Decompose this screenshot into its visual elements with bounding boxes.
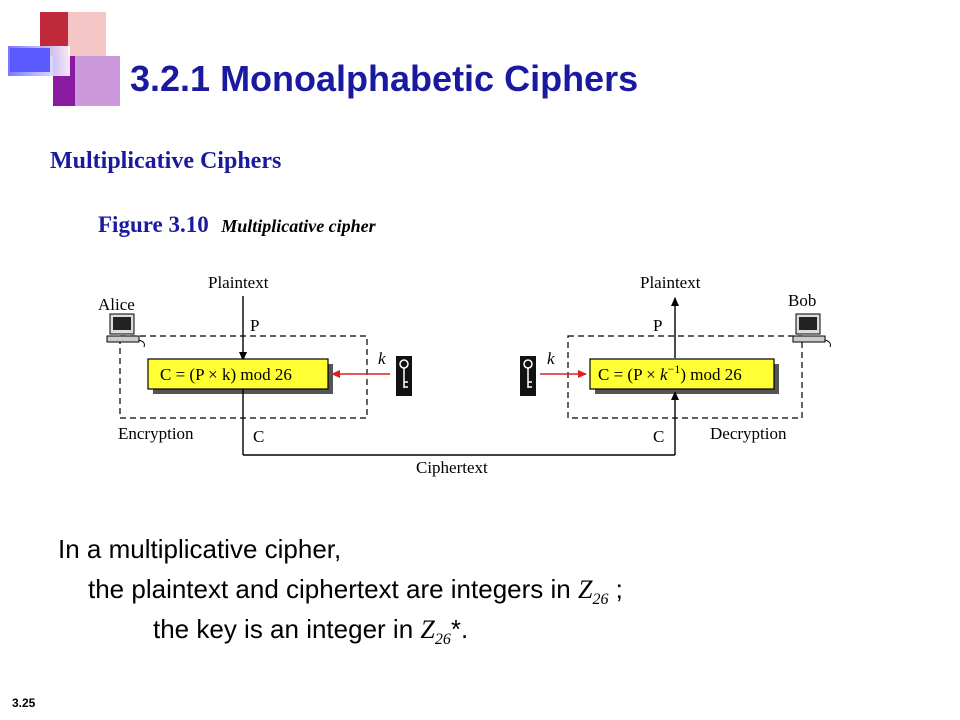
slide-title: 3.2.1 Monoalphabetic Ciphers: [130, 58, 639, 99]
body-line-3-end: *.: [450, 614, 469, 644]
slide-number: 3.25: [12, 696, 36, 710]
z-symbol-2: Z: [420, 615, 435, 644]
bob-computer-icon: [792, 313, 831, 348]
p-left-label: P: [250, 316, 259, 335]
body-line-2: the plaintext and ciphertext are integer…: [88, 574, 623, 609]
alice-computer-icon: [106, 313, 145, 348]
c-right-label: C: [653, 427, 664, 446]
z-symbol: Z: [577, 575, 593, 604]
body-line-3: the key is an integer in Z26*.: [153, 614, 468, 649]
z-subscript: 26: [592, 591, 609, 608]
encryption-formula: C = (P × k) mod 26: [160, 365, 292, 384]
plaintext-right-label: Plaintext: [640, 273, 701, 292]
decryption-formula: C = (P × k−1) mod 26: [598, 362, 742, 384]
multiplicative-cipher-diagram: Alice Bob Plaintext P C = (P × k) mod 26…: [98, 273, 831, 477]
encryption-label: Encryption: [118, 424, 194, 443]
ciphertext-label: Ciphertext: [416, 458, 488, 477]
body-line-2-end: ;: [608, 574, 623, 604]
decryption-dashed-box: [567, 335, 803, 419]
decryption-formula-box: [589, 358, 775, 390]
body-line-1: In a multiplicative cipher,: [58, 534, 342, 564]
decryption-label: Decryption: [710, 424, 787, 443]
corner-decoration: [0, 0, 130, 110]
c-left-label: C: [253, 427, 264, 446]
figure-caption-text: Multiplicative cipher: [221, 216, 376, 236]
plaintext-left-label: Plaintext: [208, 273, 269, 292]
encryption-formula-box: [147, 358, 329, 390]
key-icon-left: [396, 356, 412, 396]
alice-label: Alice: [98, 295, 135, 314]
p-right-label: P: [653, 316, 662, 335]
k-left-label: k: [378, 349, 386, 368]
z-subscript-2: 26: [434, 631, 451, 648]
figure-caption: Figure 3.10 Multiplicative cipher: [98, 212, 376, 238]
figure-number: Figure 3.10: [98, 212, 209, 237]
key-icon-right: [520, 356, 536, 396]
body-line-2-text: the plaintext and ciphertext are integer…: [88, 574, 578, 604]
bob-label: Bob: [788, 291, 816, 310]
section-subtitle: Multiplicative Ciphers: [50, 148, 282, 174]
body-line-3-text: the key is an integer in: [153, 614, 421, 644]
k-right-label: k: [547, 349, 555, 368]
